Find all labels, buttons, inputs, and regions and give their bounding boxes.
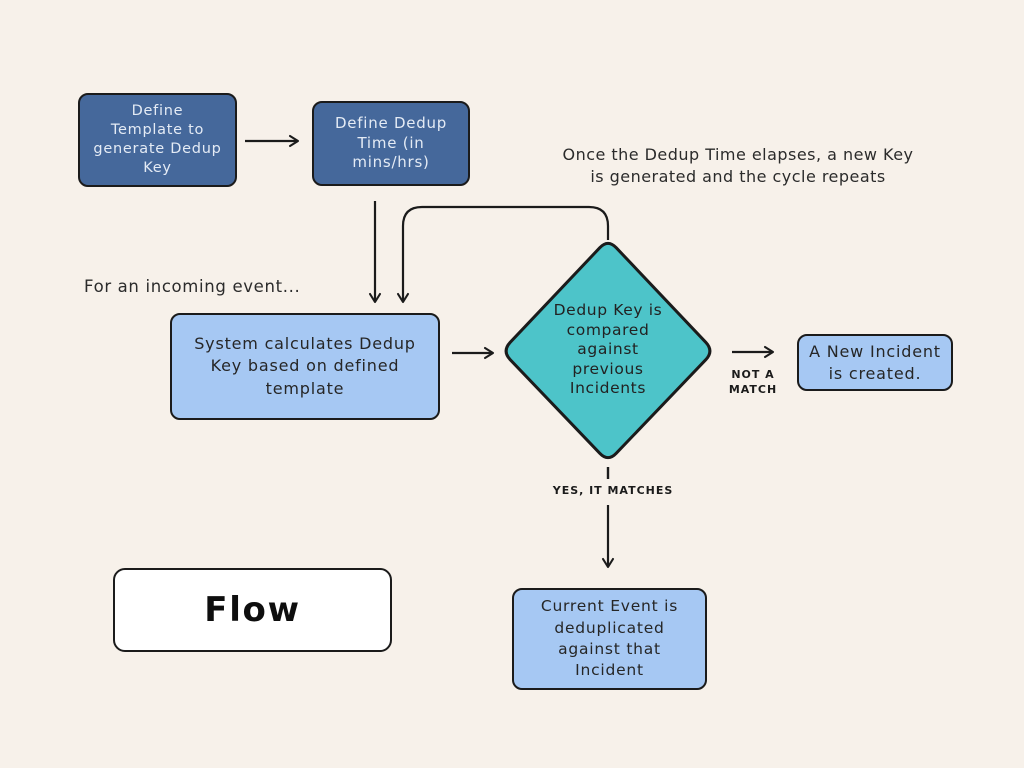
arrow-cycle-loop: [396, 205, 610, 304]
node-system-calculates: System calculates Dedup Key based on def…: [170, 313, 440, 420]
flow-title-label: Flow: [204, 590, 301, 630]
flow-title-box: Flow: [113, 568, 392, 652]
node-define-template: Define Template to generate Dedup Key: [78, 93, 237, 187]
node-current-event: Current Event is deduplicated against th…: [512, 588, 707, 690]
node-current-event-label: Current Event is deduplicated against th…: [540, 597, 679, 680]
node-system-calculates-label: System calculates Dedup Key based on def…: [194, 333, 416, 398]
node-define-dedup-time: Define Dedup Time (in mins/hrs): [312, 101, 470, 186]
edge-label-yes-it-matches: YES, IT MATCHES: [552, 484, 674, 497]
decision-diamond-shape: [504, 241, 712, 460]
decision-dedup-compare-label: Dedup Key is compared against previous I…: [553, 301, 663, 398]
node-define-template-label: Define Template to generate Dedup Key: [93, 102, 222, 177]
annotation-incoming-event: For an incoming event...: [84, 277, 301, 296]
edge-label-not-a-match: NOT A MATCH: [728, 368, 778, 397]
node-new-incident-label: A New Incident is created.: [809, 341, 941, 383]
annotation-cycle-note: Once the Dedup Time elapses, a new Key i…: [562, 145, 914, 187]
node-define-dedup-time-label: Define Dedup Time (in mins/hrs): [334, 113, 448, 172]
node-new-incident: A New Incident is created.: [797, 334, 953, 391]
